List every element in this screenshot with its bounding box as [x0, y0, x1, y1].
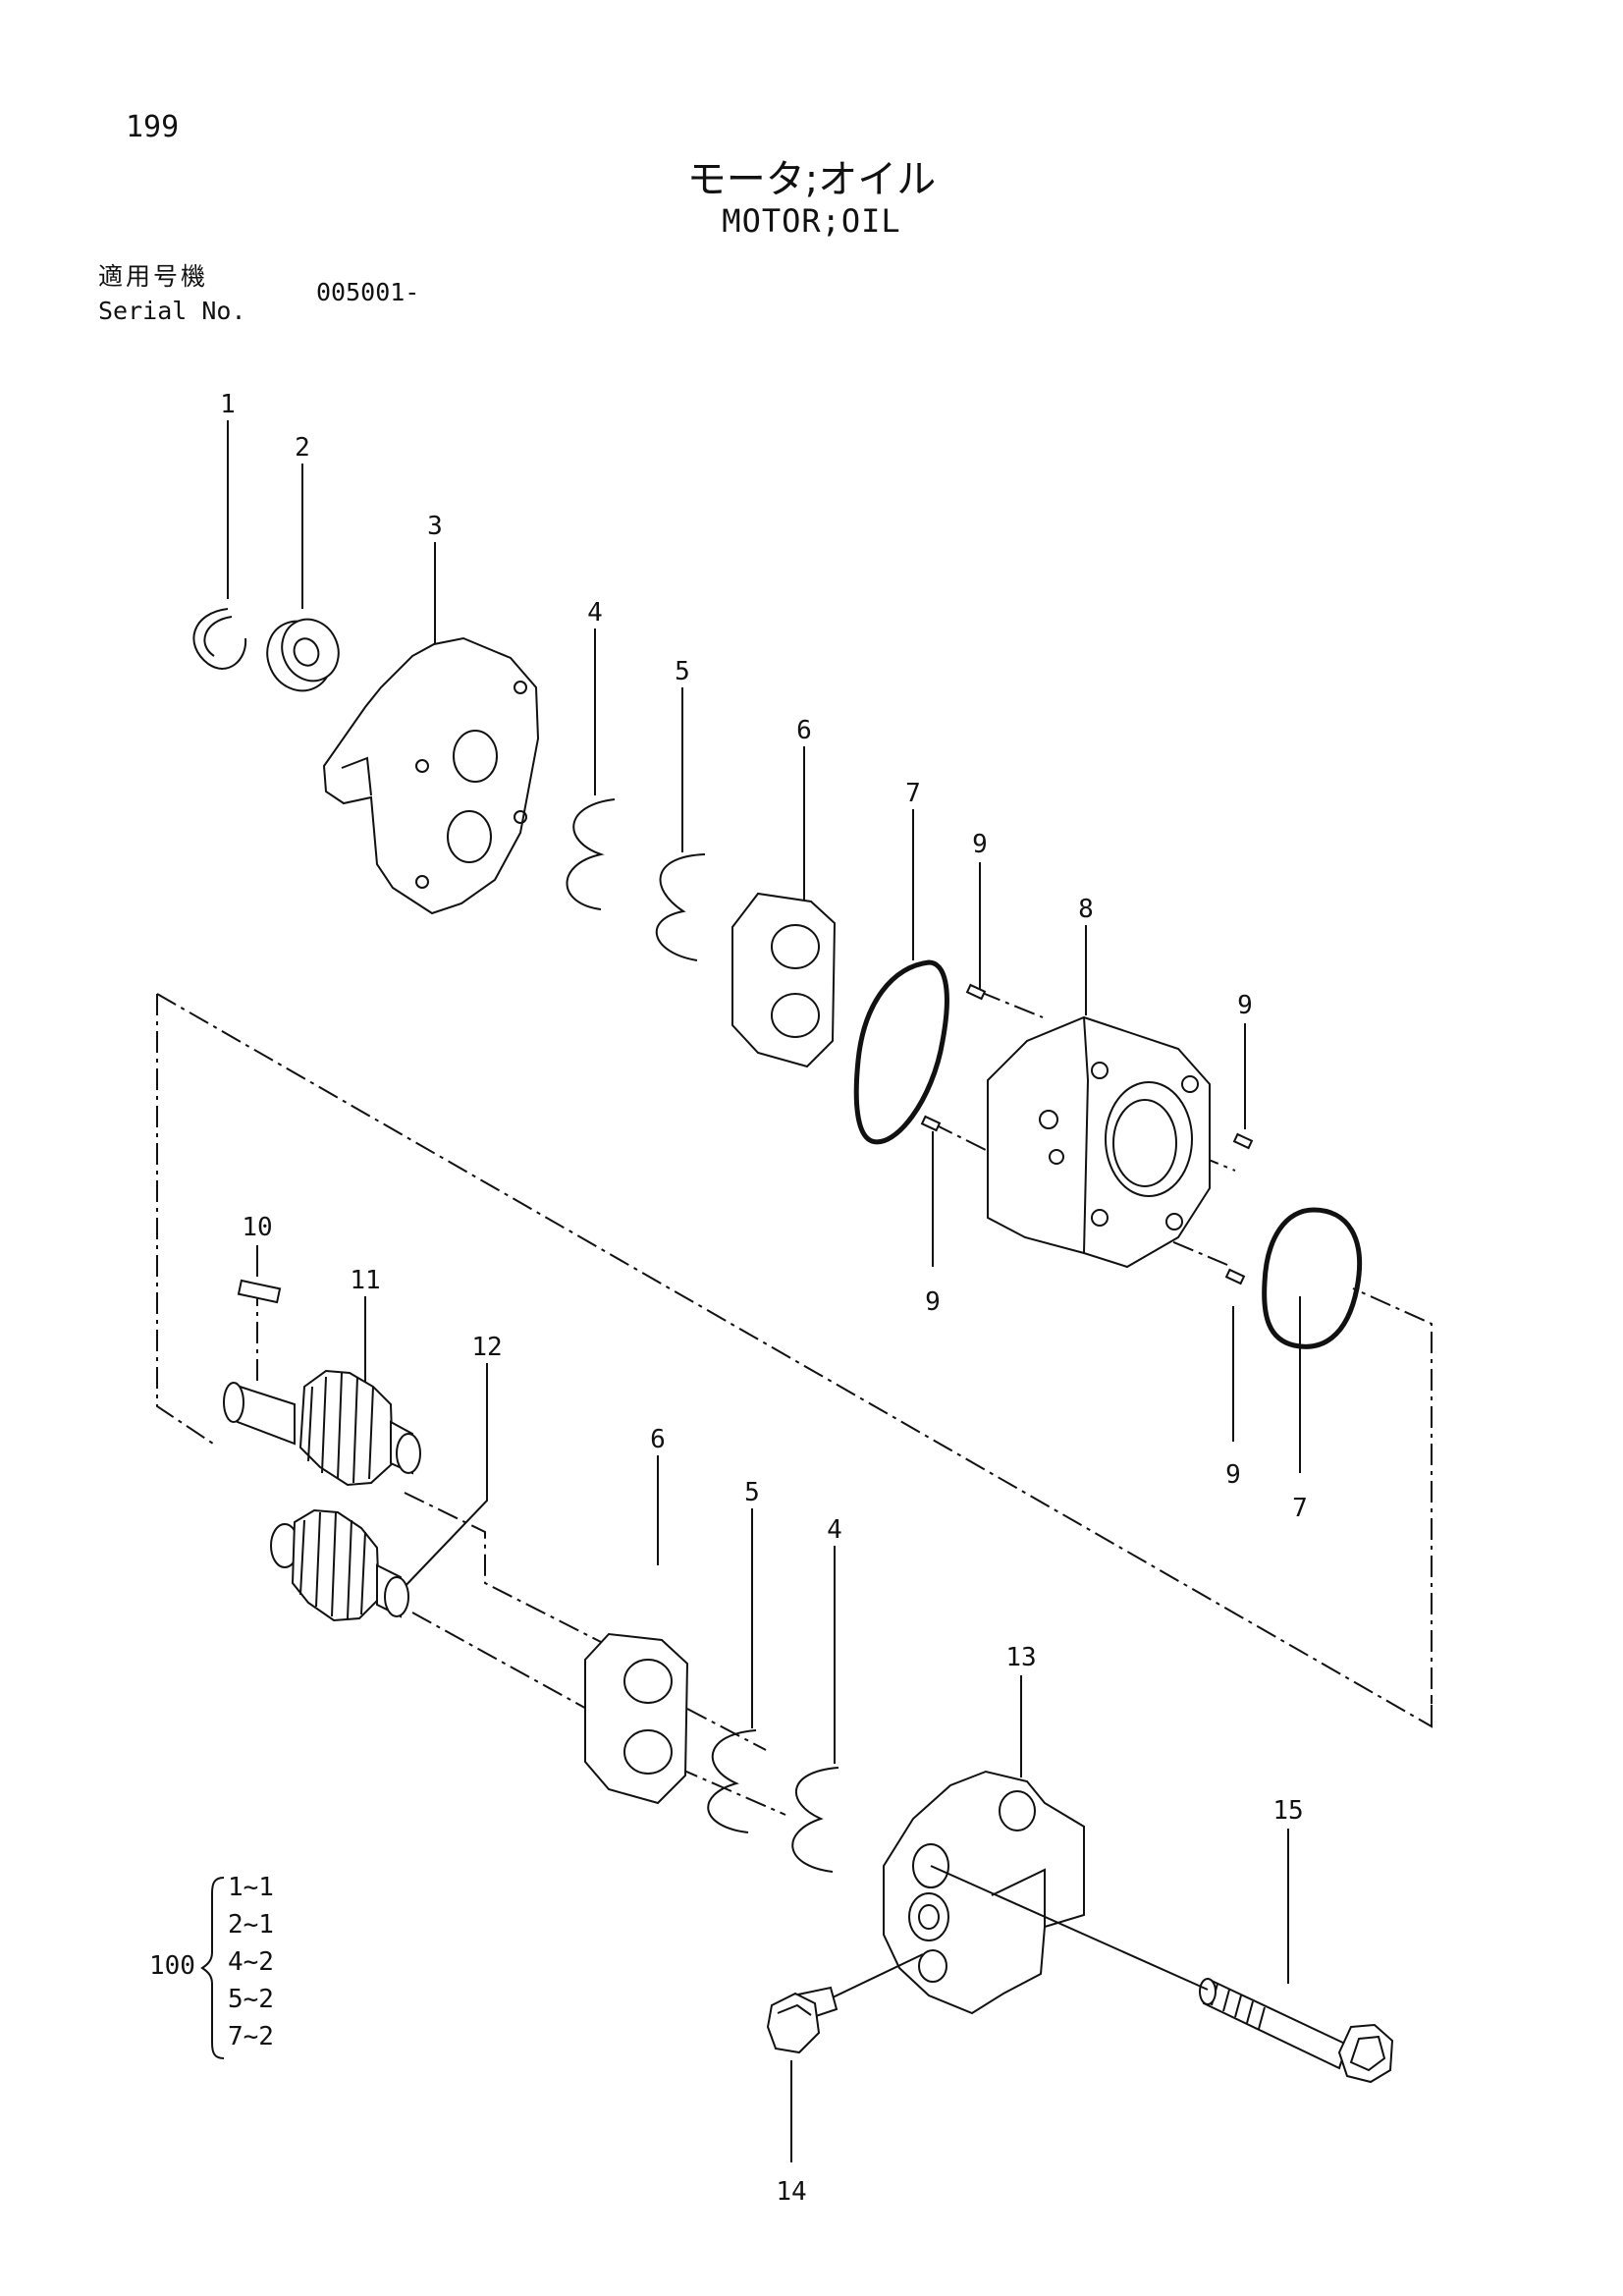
- part-13-rear-cover: [883, 1770, 1085, 2015]
- callout-12: 12: [471, 1333, 502, 1362]
- leader-lines: [227, 420, 1301, 2162]
- callout-4: 4: [827, 1515, 842, 1545]
- callout-7: 7: [1292, 1494, 1308, 1523]
- part-4-backup-ring-top: [566, 798, 616, 910]
- part-5-backup-ring-bottom: [707, 1729, 757, 1833]
- page-number: 199: [126, 110, 180, 144]
- part-14-plug: [766, 1986, 839, 2054]
- part-7-o-ring-bottom: [1262, 1207, 1363, 1349]
- part-5-backup-ring-top: [655, 853, 706, 961]
- part-6-bushing-top: [731, 892, 837, 1068]
- callout-2: 2: [295, 433, 310, 463]
- kit-item: 2~1: [228, 1910, 274, 1940]
- serial-label-english: Serial No.: [98, 297, 246, 325]
- kit-item: 5~2: [228, 1985, 274, 2014]
- part-11-drive-gear: [223, 1369, 421, 1487]
- part-9-dowel-pins: [920, 983, 1254, 1285]
- part-15-bolt: [1199, 1978, 1394, 2084]
- kit-item: 4~2: [228, 1947, 274, 1977]
- serial-label-japanese: 適用号機: [98, 262, 209, 291]
- callout-4: 4: [587, 598, 603, 628]
- title-japanese: モータ;オイル: [686, 157, 937, 202]
- part-4-backup-ring-bottom: [791, 1767, 839, 1873]
- assembly-boundary: [156, 993, 1433, 1728]
- callout-15: 15: [1272, 1796, 1303, 1826]
- callout-9: 9: [925, 1287, 941, 1317]
- repair-kit-listing: 100 1~1 2~1 4~2 5~2 7~2: [149, 1873, 274, 2059]
- callout-11: 11: [350, 1266, 380, 1295]
- callout-9: 9: [1225, 1460, 1241, 1490]
- callout-8: 8: [1078, 895, 1094, 924]
- serial-value: 005001-: [316, 278, 420, 306]
- callout-5: 5: [675, 657, 690, 686]
- kit-item: 1~1: [228, 1873, 274, 1902]
- callout-6: 6: [796, 716, 812, 745]
- callout-10: 10: [242, 1213, 272, 1242]
- part-10-key: [237, 1279, 282, 1304]
- part-1-circlip: [192, 608, 247, 670]
- part-callouts: 1 2 3 4 5 6 7 9 8 9 9 10 11 12 6 5 4 9 7…: [220, 390, 1308, 2207]
- callout-14: 14: [776, 2177, 806, 2207]
- kit-item: 7~2: [228, 2022, 274, 2051]
- kit-number: 100: [149, 1951, 195, 1981]
- part-12-driven-gear: [270, 1508, 409, 1622]
- callout-3: 3: [427, 512, 443, 541]
- part-7-o-ring-top: [853, 959, 949, 1145]
- callout-9: 9: [1237, 991, 1253, 1020]
- callout-1: 1: [220, 390, 236, 419]
- part-2-oil-seal: [266, 618, 340, 692]
- assembly-arrows: [832, 1865, 1209, 1998]
- title-english: MOTOR;OIL: [722, 202, 901, 240]
- callout-7: 7: [905, 779, 921, 808]
- callout-5: 5: [744, 1478, 760, 1507]
- callout-9: 9: [972, 830, 988, 859]
- callout-6: 6: [650, 1425, 666, 1454]
- part-8-gear-housing: [987, 1015, 1211, 1269]
- part-3-front-cover: [322, 636, 540, 915]
- part-6-bushing-bottom: [584, 1632, 689, 1805]
- callout-13: 13: [1005, 1643, 1036, 1672]
